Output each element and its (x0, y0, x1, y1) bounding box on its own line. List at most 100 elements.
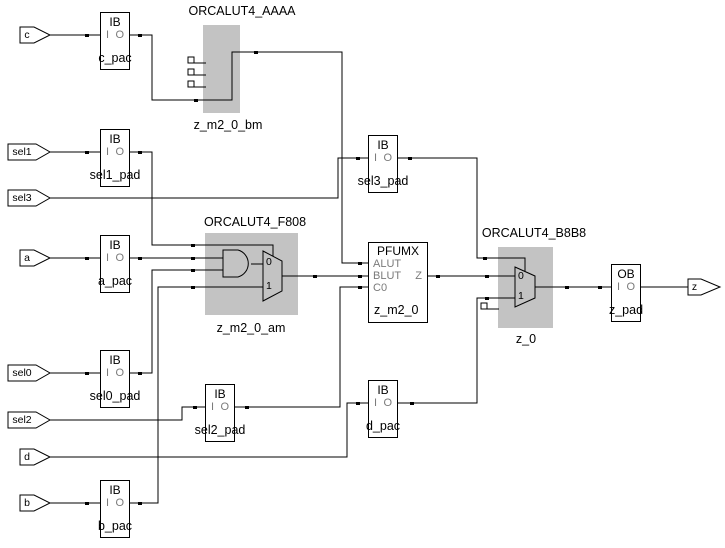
lut-title-f808: ORCALUT4_F808 (203, 215, 307, 229)
instance-name: z_m2_0 (374, 303, 419, 317)
input-pin-sel2[interactable] (7, 411, 52, 429)
instance-name: c_pac (98, 51, 132, 65)
wire-sel1pad-to-f808-select[interactable] (130, 151, 274, 256)
instance-name: a_pac (97, 274, 133, 288)
pin-c0-label: C0 (373, 282, 388, 294)
pin-z-label: Z (415, 270, 422, 282)
instance-name: sel3_pad (357, 174, 409, 188)
pin-i-label: I (106, 497, 110, 509)
mux-icon-f808[interactable] (262, 250, 283, 302)
pfumx-block[interactable]: PFUMX ALUT BLUT C0 Z z_m2_0 (368, 242, 428, 323)
wire-net-sel2[interactable] (50, 406, 205, 421)
input-pin-sel3[interactable] (7, 189, 52, 207)
output-pin-z[interactable] (687, 278, 722, 296)
pin-i-label: I (211, 401, 215, 413)
pin-o-label: O (115, 252, 124, 264)
port-label-c: c (24, 29, 30, 41)
pin-o-label: O (115, 497, 124, 509)
b8b8-mux0-label: 0 (518, 270, 524, 282)
pin-o-label: O (383, 397, 392, 409)
stub-square-aaaa-2 (187, 68, 195, 76)
wire-bpac-to-f808-mux1[interactable] (130, 286, 263, 504)
buffer-type-label: OB (617, 267, 635, 281)
stub-square-b8b8 (480, 302, 488, 310)
instance-name: sel1_pad (89, 168, 141, 182)
buffer-type-label: IB (214, 387, 226, 401)
lut-title-b8b8: ORCALUT4_B8B8 (481, 226, 587, 240)
pin-i-label: I (106, 367, 110, 379)
port-label-b: b (24, 497, 30, 509)
input-pin-a[interactable] (19, 249, 52, 267)
pin-i-label: I (617, 281, 621, 293)
pin-o-label: O (115, 367, 124, 379)
buffer-type-label: IB (377, 138, 389, 152)
and-gate-icon[interactable] (222, 249, 249, 278)
b8b8-mux1-label: 1 (518, 290, 524, 302)
f808-mux0-label: 0 (266, 256, 272, 268)
mux-icon-b8b8[interactable] (514, 266, 536, 308)
input-pin-d[interactable] (19, 448, 52, 466)
buffer-type-label: IB (109, 353, 121, 367)
instance-name: d_pac (365, 419, 401, 433)
pin-i-label: I (106, 29, 110, 41)
port-label-sel2: sel2 (12, 414, 32, 426)
pin-i-label: I (106, 252, 110, 264)
wire-sel2pad-to-c0[interactable] (235, 286, 368, 408)
pin-i-label: I (374, 152, 378, 164)
wire-sel0pad-to-and[interactable] (130, 269, 223, 374)
lut-block-orcalut4-aaaa[interactable] (203, 25, 240, 113)
buffer-type-label: IB (109, 483, 121, 497)
pin-i-label: I (106, 146, 110, 158)
instance-name: z_pad (608, 303, 644, 317)
wire-dpac-to-b8b8-mux1[interactable] (398, 297, 515, 404)
pin-o-label: O (115, 29, 124, 41)
port-label-sel0: sel0 (12, 367, 32, 379)
lut-name-z-0: z_0 (515, 332, 537, 346)
instance-name: b_pac (97, 519, 133, 533)
stub-square-aaaa-1 (187, 56, 195, 64)
lut-name-z-m2-0-bm: z_m2_0_bm (193, 118, 263, 132)
instance-name: sel0_pad (89, 389, 141, 403)
port-label-sel3: sel3 (12, 192, 32, 204)
wire-net-sel3[interactable] (50, 157, 368, 199)
f808-mux1-label: 1 (266, 280, 272, 292)
pfumx-type-label: PFUMX (377, 244, 419, 258)
input-pin-c[interactable] (19, 26, 52, 44)
pin-i-label: I (374, 397, 378, 409)
buffer-type-label: IB (109, 238, 121, 252)
pin-alut-label: ALUT (373, 258, 402, 270)
buffer-type-label: IB (377, 383, 389, 397)
wire-sel3pad-to-b8b8-select[interactable] (398, 157, 526, 272)
stub-square-aaaa-3 (187, 80, 195, 88)
buffer-type-label: IB (109, 132, 121, 146)
wire-cpac-to-alut[interactable] (130, 34, 368, 264)
lut-name-z-m2-0-am: z_m2_0_am (216, 321, 286, 335)
instance-name: sel2_pad (194, 423, 246, 437)
connection-ticks (85, 34, 602, 505)
pin-o-label: O (383, 152, 392, 164)
input-pin-sel1[interactable] (7, 143, 52, 161)
input-pin-sel0[interactable] (7, 364, 52, 382)
port-label-d: d (24, 451, 30, 463)
port-label-a: a (24, 252, 30, 264)
lut-title-aaaa: ORCALUT4_AAAA (188, 4, 296, 18)
input-pin-b[interactable] (19, 494, 52, 512)
buffer-type-label: IB (109, 15, 121, 29)
